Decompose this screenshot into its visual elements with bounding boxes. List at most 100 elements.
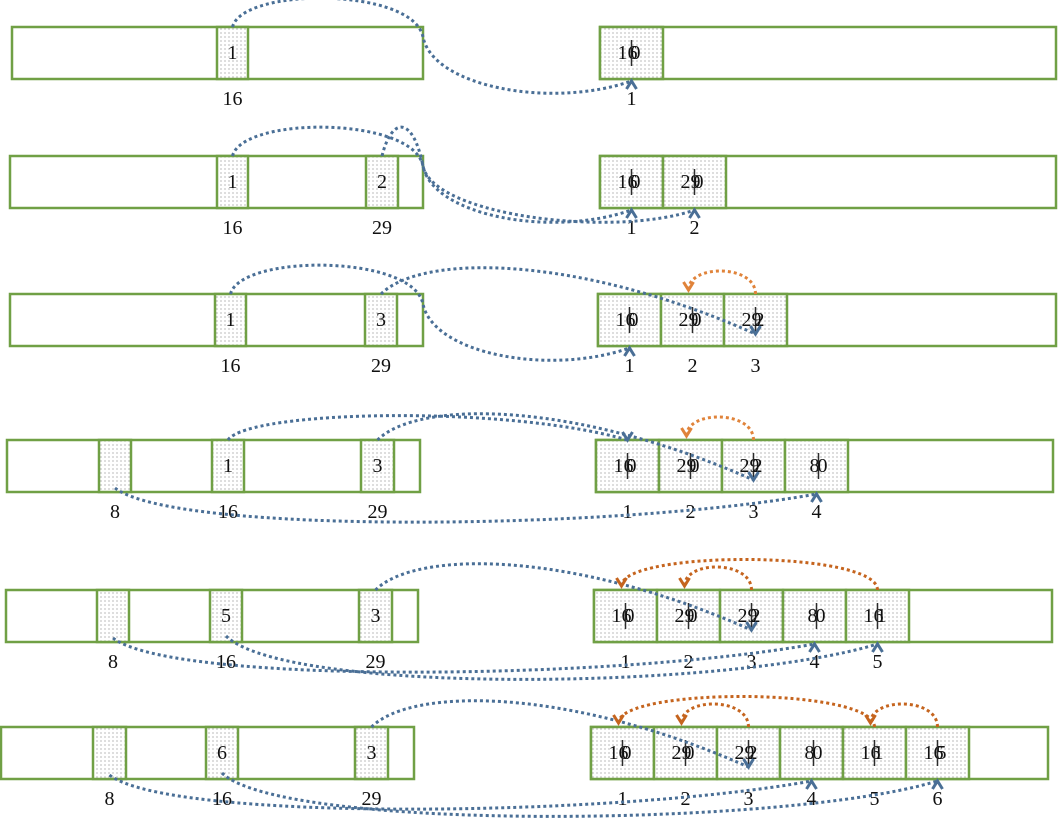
- hash-bucket-16: [204, 725, 240, 781]
- entry-index: 1: [623, 501, 633, 523]
- entry-link: 0: [631, 171, 641, 193]
- entry-index: 1: [625, 355, 635, 377]
- entry-index: 3: [749, 501, 759, 523]
- entry-link: 2: [755, 309, 765, 331]
- arrowhead-icon: [615, 577, 628, 589]
- hash-bucket-8: [97, 438, 133, 494]
- entry-index: 2: [681, 788, 691, 810]
- entry-cell: [778, 725, 845, 781]
- entry-link: 1: [877, 605, 887, 627]
- blue-link-arrow: [220, 771, 938, 818]
- entry-index: 2: [688, 355, 698, 377]
- hash-bucket-label: 8: [108, 651, 118, 673]
- entry-link: 0: [622, 742, 632, 764]
- arrowhead-icon: [931, 778, 944, 790]
- hash-bucket-29: [363, 292, 399, 348]
- entry-link: 2: [748, 742, 758, 764]
- arrowhead-icon: [749, 325, 762, 337]
- hash-array: 116: [10, 25, 425, 110]
- entry-key: 29: [677, 455, 697, 477]
- hash-bucket-label: 8: [110, 501, 120, 523]
- entry-index: 5: [873, 651, 883, 673]
- hash-bucket-16: [213, 292, 248, 348]
- blue-link-arrow: [370, 699, 750, 769]
- chain-link-arrow: [617, 694, 876, 728]
- entry-key: 29: [681, 171, 701, 193]
- entry-link: 0: [688, 605, 698, 627]
- entry-index: 1: [621, 651, 631, 673]
- hash-bucket-label: 29: [366, 651, 386, 673]
- entry-key: 29: [735, 742, 755, 764]
- hash-bucket-label: 16: [218, 501, 238, 523]
- hash-bucket-value: 1: [223, 455, 233, 477]
- entry-link: 2: [751, 605, 761, 627]
- hash-bucket-value: 3: [371, 605, 381, 627]
- entry-index: 5: [870, 788, 880, 810]
- hash-bucket-29: [357, 588, 394, 644]
- arrowhead-icon: [864, 714, 877, 726]
- entry-index: 2: [684, 651, 694, 673]
- hash-bucket-16: [215, 25, 250, 81]
- hash-bucket-value: 2: [377, 171, 387, 193]
- arrowhead-icon: [623, 345, 636, 357]
- entry-key: 16: [861, 742, 881, 764]
- hash-bucket-value: 5: [221, 605, 231, 627]
- entry-index: 3: [747, 651, 757, 673]
- entry-array-frame: [598, 25, 1058, 81]
- entry-link: 0: [685, 742, 695, 764]
- hash-bucket-label: 16: [212, 788, 232, 810]
- chain-link-arrow: [683, 565, 753, 591]
- hash-bucket-label: 16: [223, 88, 243, 110]
- blue-link-arrow: [226, 414, 628, 442]
- entry-key: 29: [740, 455, 760, 477]
- hash-bucket-16: [208, 588, 244, 644]
- entry-key: 8: [805, 742, 815, 764]
- arrowhead-icon: [745, 621, 758, 633]
- entry-index: 4: [812, 501, 822, 523]
- hash-bucket-label: 29: [368, 501, 388, 523]
- hash-bucket-label: 29: [362, 788, 382, 810]
- hash-bucket-value: 6: [217, 742, 227, 764]
- hash-bucket-label: 8: [105, 788, 115, 810]
- chain-link-arrow: [687, 269, 757, 295]
- arrowhead-icon: [808, 641, 821, 653]
- entry-link: 5: [937, 742, 947, 764]
- entry-link: 0: [625, 605, 635, 627]
- hash-bucket-8: [91, 725, 128, 781]
- entry-key: 16: [616, 309, 636, 331]
- entry-key: 16: [864, 605, 884, 627]
- hash-bucket-label: 16: [223, 217, 243, 239]
- chain-link-arrow: [680, 702, 750, 728]
- entry-key: 16: [924, 742, 944, 764]
- hash-bucket-16: [210, 438, 246, 494]
- arrowhead-icon: [675, 714, 688, 726]
- entry-cell: [652, 725, 719, 781]
- entry-link: 0: [818, 455, 828, 477]
- blue-link-arrow: [108, 773, 812, 811]
- entry-link: 0: [627, 455, 637, 477]
- arrowhead-icon: [747, 471, 760, 483]
- hash-array: 8 6 16 3 29: [0, 725, 416, 810]
- entry-key: 16: [614, 455, 634, 477]
- entry-key: 8: [808, 605, 818, 627]
- entry-link: 0: [690, 455, 700, 477]
- arrowhead-icon: [810, 491, 823, 503]
- hash-bucket-value: 3: [367, 742, 377, 764]
- blue-link-arrow: [112, 636, 815, 674]
- hash-bucket-29: [359, 438, 396, 494]
- entry-key: 29: [742, 309, 762, 331]
- arrowhead-icon: [682, 281, 695, 293]
- entry-link: 0: [813, 742, 823, 764]
- hash-bucket-value: 1: [226, 309, 236, 331]
- entry-key: 29: [679, 309, 699, 331]
- entry-index: 1: [627, 88, 637, 110]
- entry-index: 4: [810, 651, 820, 673]
- entry-index: 1: [627, 217, 637, 239]
